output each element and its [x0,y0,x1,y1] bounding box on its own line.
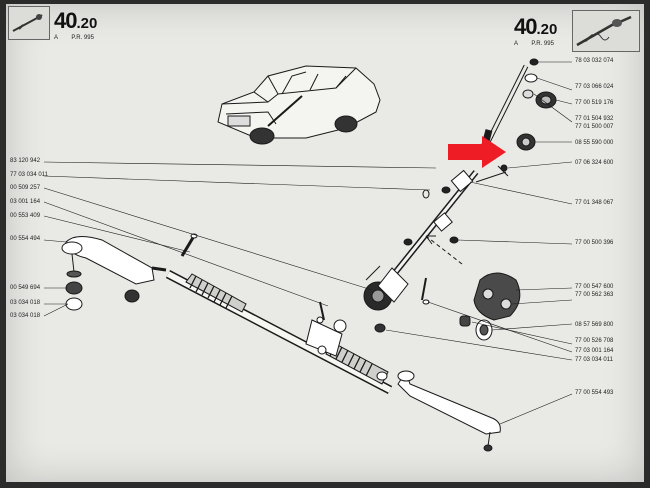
part-number: 77 03 034 011 [575,357,613,363]
page-number-big: 40 [514,14,538,39]
sub-a: A [54,35,59,41]
steering-column [478,58,557,157]
page-number-big: 40 [54,8,78,33]
header-right-number: 40.20 [514,14,557,40]
part-number: 77 01 348 067 [575,200,614,206]
part-number: 77 00 500 396 [575,240,614,246]
catalog-page: 40.20 A P.R. 995 40.20 A P.R. 995 [6,4,644,482]
sub-pr: P.R. 995 [531,41,554,47]
part-number: 78 03 032 074 [575,58,614,64]
steering-rack [165,270,430,394]
tie-rod-right [397,370,501,452]
part-number: 00 554 494 [10,236,41,242]
part-number: 77 03 066 024 [575,84,614,90]
thumbnail-icon [12,14,43,32]
part-number: 03 001 164 [10,199,41,205]
part-number: 83 120 942 [10,158,41,164]
part-number: 00 553 409 [10,213,41,219]
header-left-number: 40.20 [54,8,97,34]
part-number: 77 00 519 176 [575,100,614,106]
part-number: 08 55 590 000 [575,140,614,146]
exploded-parts-drawing [43,58,573,452]
part-number: 07 06 324 600 [575,160,614,166]
sub-a: A [514,41,519,47]
part-number: 03 034 018 [10,313,41,319]
part-number: 77 01 500 007 [575,124,614,130]
page-number-small: .20 [76,15,98,32]
tie-rod-left [61,233,198,311]
header-right-thumbnail [572,10,640,52]
intermediate-shaft [383,164,509,286]
part-number: 00 549 694 [10,285,41,291]
red-arrow-icon [448,136,506,168]
page-number-small: .20 [536,21,558,38]
part-number: 00 509 257 [10,185,41,191]
part-number: 77 03 034 011 [10,172,48,178]
part-number: 77 03 001 164 [575,348,614,354]
header-left-sub: A P.R. 995 [54,35,94,41]
header-left-thumbnail [8,6,50,40]
leader-lines-left [43,161,437,317]
part-number: 77 00 526 708 [575,338,614,344]
flexible-coupling [363,265,409,311]
thumbnail-icon [576,15,632,47]
header-right-sub: A P.R. 995 [514,41,554,47]
part-number: 77 00 554 493 [575,390,614,396]
part-number: 08 57 569 800 [575,322,614,328]
part-number: 77 00 547 600 [575,284,614,290]
sub-pr: P.R. 995 [71,35,94,41]
part-number: 77 01 504 932 [575,116,614,122]
part-number: 77 00 562 363 [575,292,614,298]
rubber-mount [425,235,521,341]
car-illustration [217,65,381,145]
leader-lines-right [385,61,573,425]
part-number: 03 034 018 [10,300,41,306]
